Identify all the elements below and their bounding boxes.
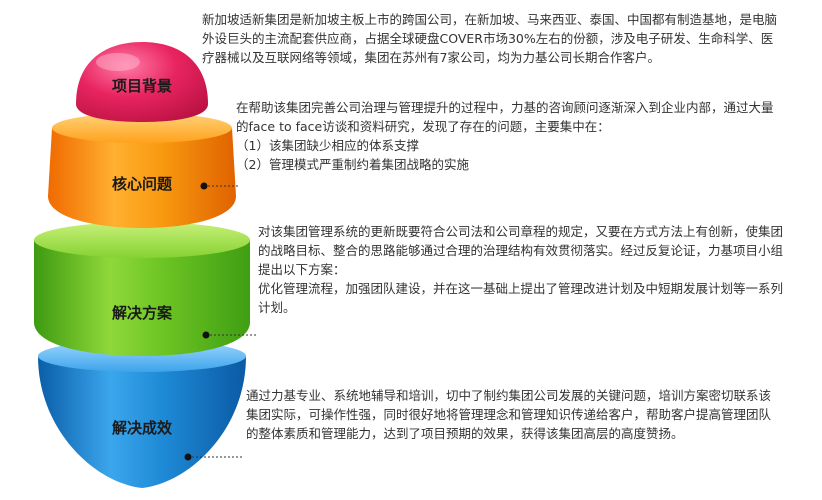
segment-solution: 解决方案 xyxy=(34,222,256,356)
segment-result-label: 解决成效 xyxy=(112,419,173,437)
text-line: 计划。 xyxy=(258,300,296,315)
segment-result-body xyxy=(38,356,246,488)
segment-issue-body xyxy=(48,128,236,228)
segment-background-body xyxy=(76,42,208,122)
segment-background-label: 项目背景 xyxy=(112,77,172,95)
text-line: 通过力基专业、系统地辅导和培训，切中了制约集团公司发展的关键问题，培训方案密切联… xyxy=(246,388,772,403)
text-line: 提出以下方案： xyxy=(258,262,346,277)
segment-issue: 核心问题 xyxy=(48,113,238,228)
text-line: 疗器械以及互联网络等领域，集团在苏州有7家公司，均为力基公司长期合作客户。 xyxy=(202,50,660,65)
text-line: 集团实际，可操作性强，同时很好地将管理理念和管理知识传递给客户，帮助客户提高管理… xyxy=(246,407,772,422)
segment-solution-label: 解决方案 xyxy=(112,304,173,322)
text-line: 的整体素质和管理能力，达到了项目预期的效果，获得该集团高层的高度赞扬。 xyxy=(246,426,684,441)
text-line: 外设巨头的主流配套供应商，占据全球硬盘COVER市场30%左右的份额，涉及电子研… xyxy=(202,31,774,46)
text-line: 的face to face访谈和资料研究，发现了存在的问题，主要集中在： xyxy=(236,119,610,134)
segment-issue-label: 核心问题 xyxy=(112,175,173,193)
text-background: 新加坡适新集团是新加坡主板上市的跨国公司，在新加坡、马来西亚、泰国、中国都有制造… xyxy=(202,10,814,67)
segment-result: 解决成效 xyxy=(38,340,246,488)
text-issue: 在帮助该集团完善公司治理与管理提升的过程中，力基的咨询顾问逐渐深入到企业内部，通… xyxy=(236,98,814,174)
text-line: 新加坡适新集团是新加坡主板上市的跨国公司，在新加坡、马来西亚、泰国、中国都有制造… xyxy=(202,12,778,27)
segment-solution-body xyxy=(34,240,250,356)
connector-dot-solution xyxy=(202,331,210,339)
text-result: 通过力基专业、系统地辅导和培训，切中了制约集团公司发展的关键问题，培训方案密切联… xyxy=(246,386,814,443)
text-line: （1）该集团缺少相应的体系支撑 xyxy=(236,138,419,153)
segment-issue-top xyxy=(52,113,232,143)
text-line: 在帮助该集团完善公司治理与管理提升的过程中，力基的咨询顾问逐渐深入到企业内部，通… xyxy=(236,100,774,115)
text-line: （2）管理模式严重制约着集团战略的实施 xyxy=(236,157,469,172)
text-line: 优化管理流程，加强团队建设，并在这一基础上提出了管理改进计划及中短期发展计划等一… xyxy=(258,281,784,296)
text-solution: 对该集团管理系统的更新既要符合公司法和公司章程的规定，又要在方式方法上有创新，使… xyxy=(258,222,814,317)
text-line: 对该集团管理系统的更新既要符合公司法和公司章程的规定，又要在方式方法上有创新，使… xyxy=(258,224,784,239)
segment-background-highlight xyxy=(96,53,140,71)
segment-solution-top xyxy=(34,222,250,258)
connector-dot-result xyxy=(184,453,192,461)
connector-dot-issue xyxy=(200,182,208,190)
text-line: 的战略目标、整合的思路能够通过合理的治理结构有效贯彻落实。经过反复论证，力基项目… xyxy=(258,243,784,258)
segment-background: 项目背景 xyxy=(76,42,208,122)
